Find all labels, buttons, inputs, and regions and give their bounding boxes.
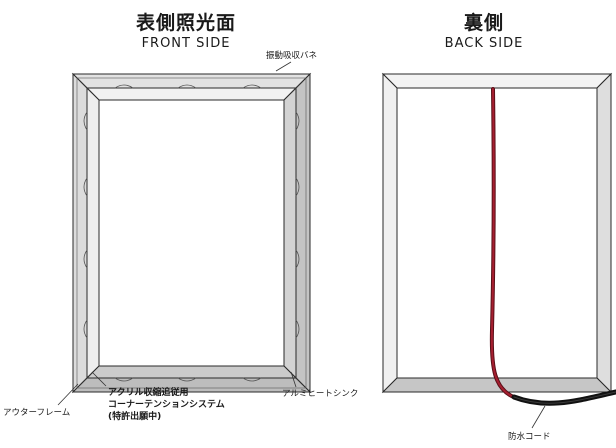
heatsink-right <box>283 86 297 380</box>
corner-tension-label-1: アクリル収縮追従用 <box>108 388 189 398</box>
corner-tension-label-2: コーナーテンションシステム <box>108 400 225 410</box>
outer-frame-label: アウターフレーム <box>3 408 71 418</box>
heatsink-top <box>85 87 298 101</box>
heatsink-left <box>86 86 100 380</box>
front-frame-right <box>295 72 311 394</box>
cord-leader-line <box>531 405 546 429</box>
front-leader-lines <box>57 61 297 406</box>
cord-label: 防水コード <box>508 432 551 442</box>
heatsink-label: アルミヒートシンク <box>282 389 359 399</box>
spring-marks <box>83 84 300 382</box>
corner-tension-label-3: (特許出願中) <box>108 412 162 422</box>
spring-label: 振動吸収バネ <box>266 51 318 61</box>
back-frame-top <box>381 73 613 89</box>
front-frame <box>71 72 312 394</box>
back-title-ja: 裏側 <box>463 12 504 34</box>
back-title-en: BACK SIDE <box>444 36 524 51</box>
back-frame-right <box>596 72 612 394</box>
corner-tension-marks <box>79 80 304 386</box>
back-frame-left <box>382 72 398 394</box>
heatsink-bottom <box>85 365 298 379</box>
front-title-ja: 表側照光面 <box>135 12 236 34</box>
waterproof-cord <box>489 87 616 406</box>
front-title-en: FRONT SIDE <box>141 36 231 51</box>
front-light-panel <box>98 99 285 367</box>
back-frame <box>381 72 613 394</box>
front-frame-left <box>72 72 88 394</box>
back-panel <box>396 87 598 379</box>
